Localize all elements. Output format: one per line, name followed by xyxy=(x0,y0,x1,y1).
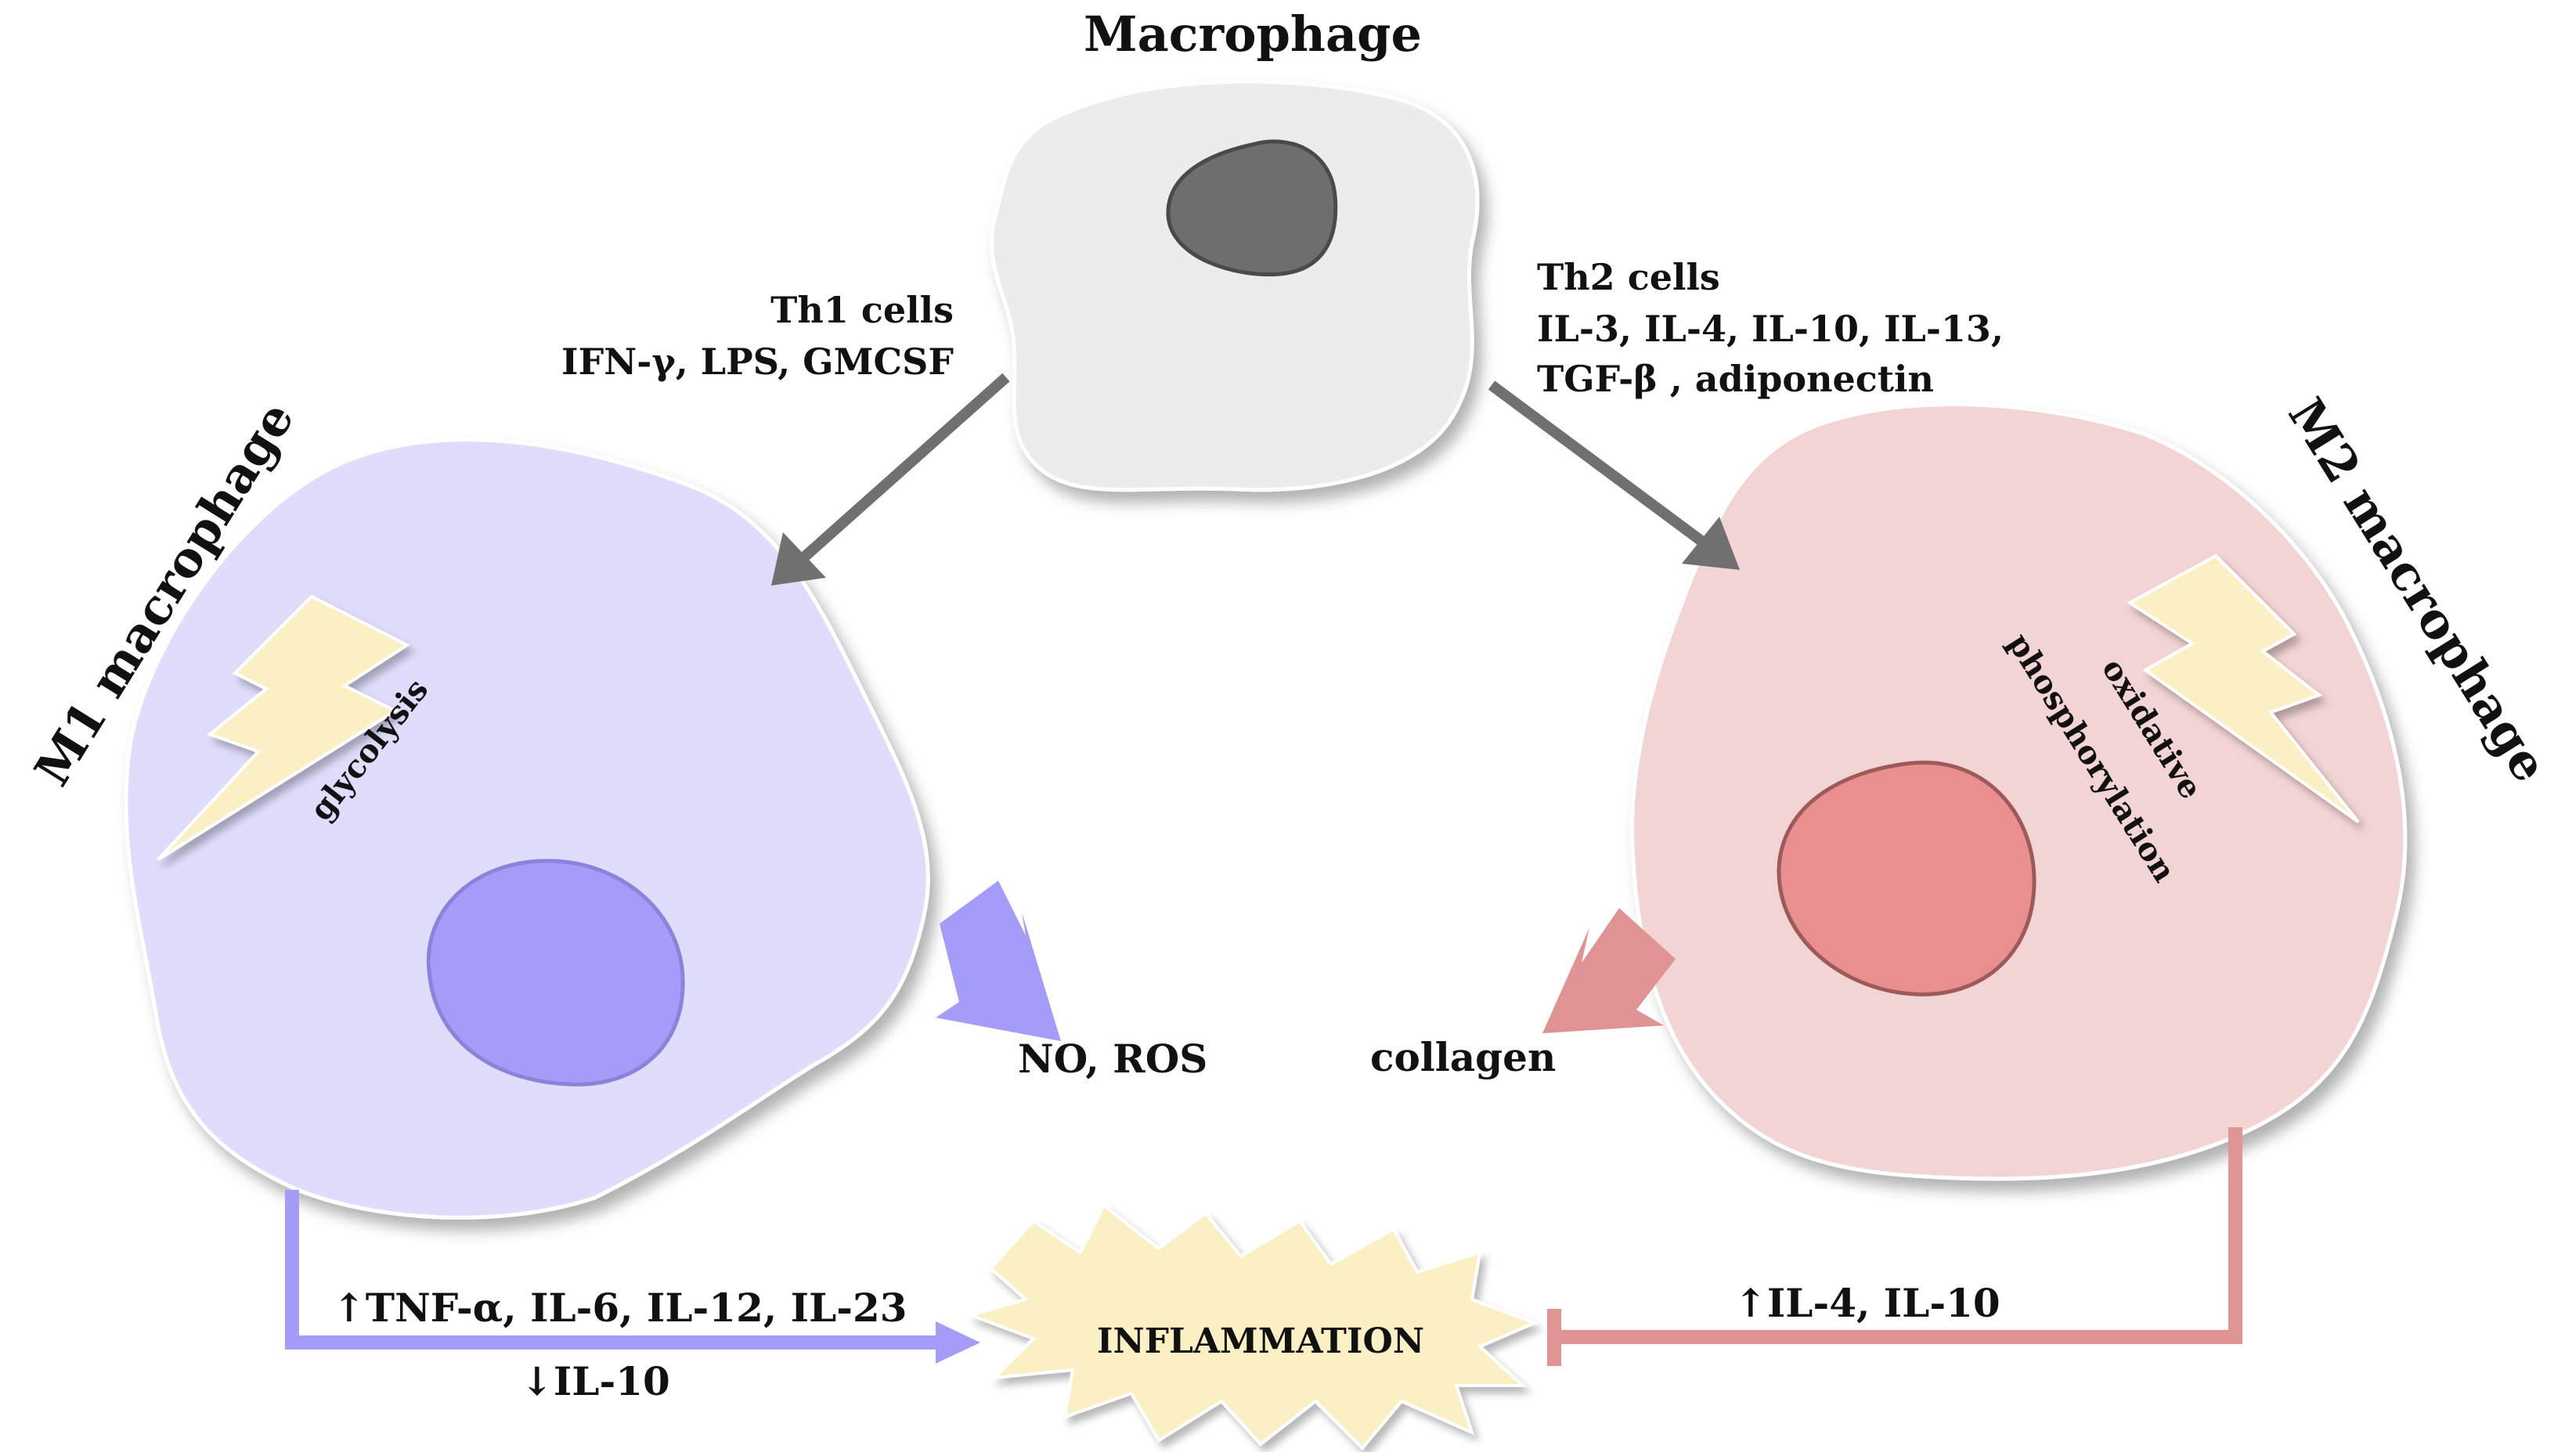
resting-macrophage-nucleus xyxy=(1166,139,1338,277)
m1-macrophage-cell xyxy=(124,438,930,1220)
m2-inducers-line1: Th2 cells xyxy=(1537,256,1720,298)
m2-inducers-line2: IL-3, IL-4, IL-10, IL-13, xyxy=(1537,308,2004,350)
m1-cytokines-down: ↓IL-10 xyxy=(521,1358,670,1404)
m1-products-arrow xyxy=(936,881,1061,1041)
inflammation-burst xyxy=(965,1202,1539,1451)
m1-products-label: NO, ROS xyxy=(1018,1036,1207,1082)
m2-macrophage-nucleus xyxy=(1777,760,2036,996)
oxidative-phosphorylation-bolt-icon xyxy=(2127,553,2360,824)
m2-macrophage-cell xyxy=(1630,402,2408,1181)
arrow-to-m1 xyxy=(771,373,1010,586)
m1-cytokines-up: ↑TNF-α, IL-6, IL-12, IL-23 xyxy=(333,1285,907,1331)
resting-macrophage-body xyxy=(989,79,1480,492)
m2-inducers-line3: TGF-β , adiponectin xyxy=(1537,358,1934,400)
inflammation-label: INFLAMMATION xyxy=(1097,1321,1424,1361)
m2-products-arrow xyxy=(1542,908,1676,1033)
arrow-to-m2 xyxy=(1488,380,1740,570)
m2-inflammation-inhibitor xyxy=(1547,1127,2242,1366)
m1-inflammation-connector xyxy=(285,1190,980,1364)
macrophage-title: Macrophage xyxy=(1084,5,1422,63)
m1-inducers-line1: Th1 cells xyxy=(770,289,954,331)
glycolysis-bolt-icon xyxy=(157,594,410,861)
m2-macrophage-body xyxy=(1630,402,2408,1181)
m2-products-label: collagen xyxy=(1370,1034,1556,1080)
m1-inducers-line2: IFN-γ, LPS, GMCSF xyxy=(561,341,954,383)
m1-macrophage-nucleus xyxy=(426,859,685,1087)
m2-cytokines-up: ↑IL-4, IL-10 xyxy=(1734,1280,2000,1326)
resting-macrophage-cell xyxy=(989,79,1480,492)
